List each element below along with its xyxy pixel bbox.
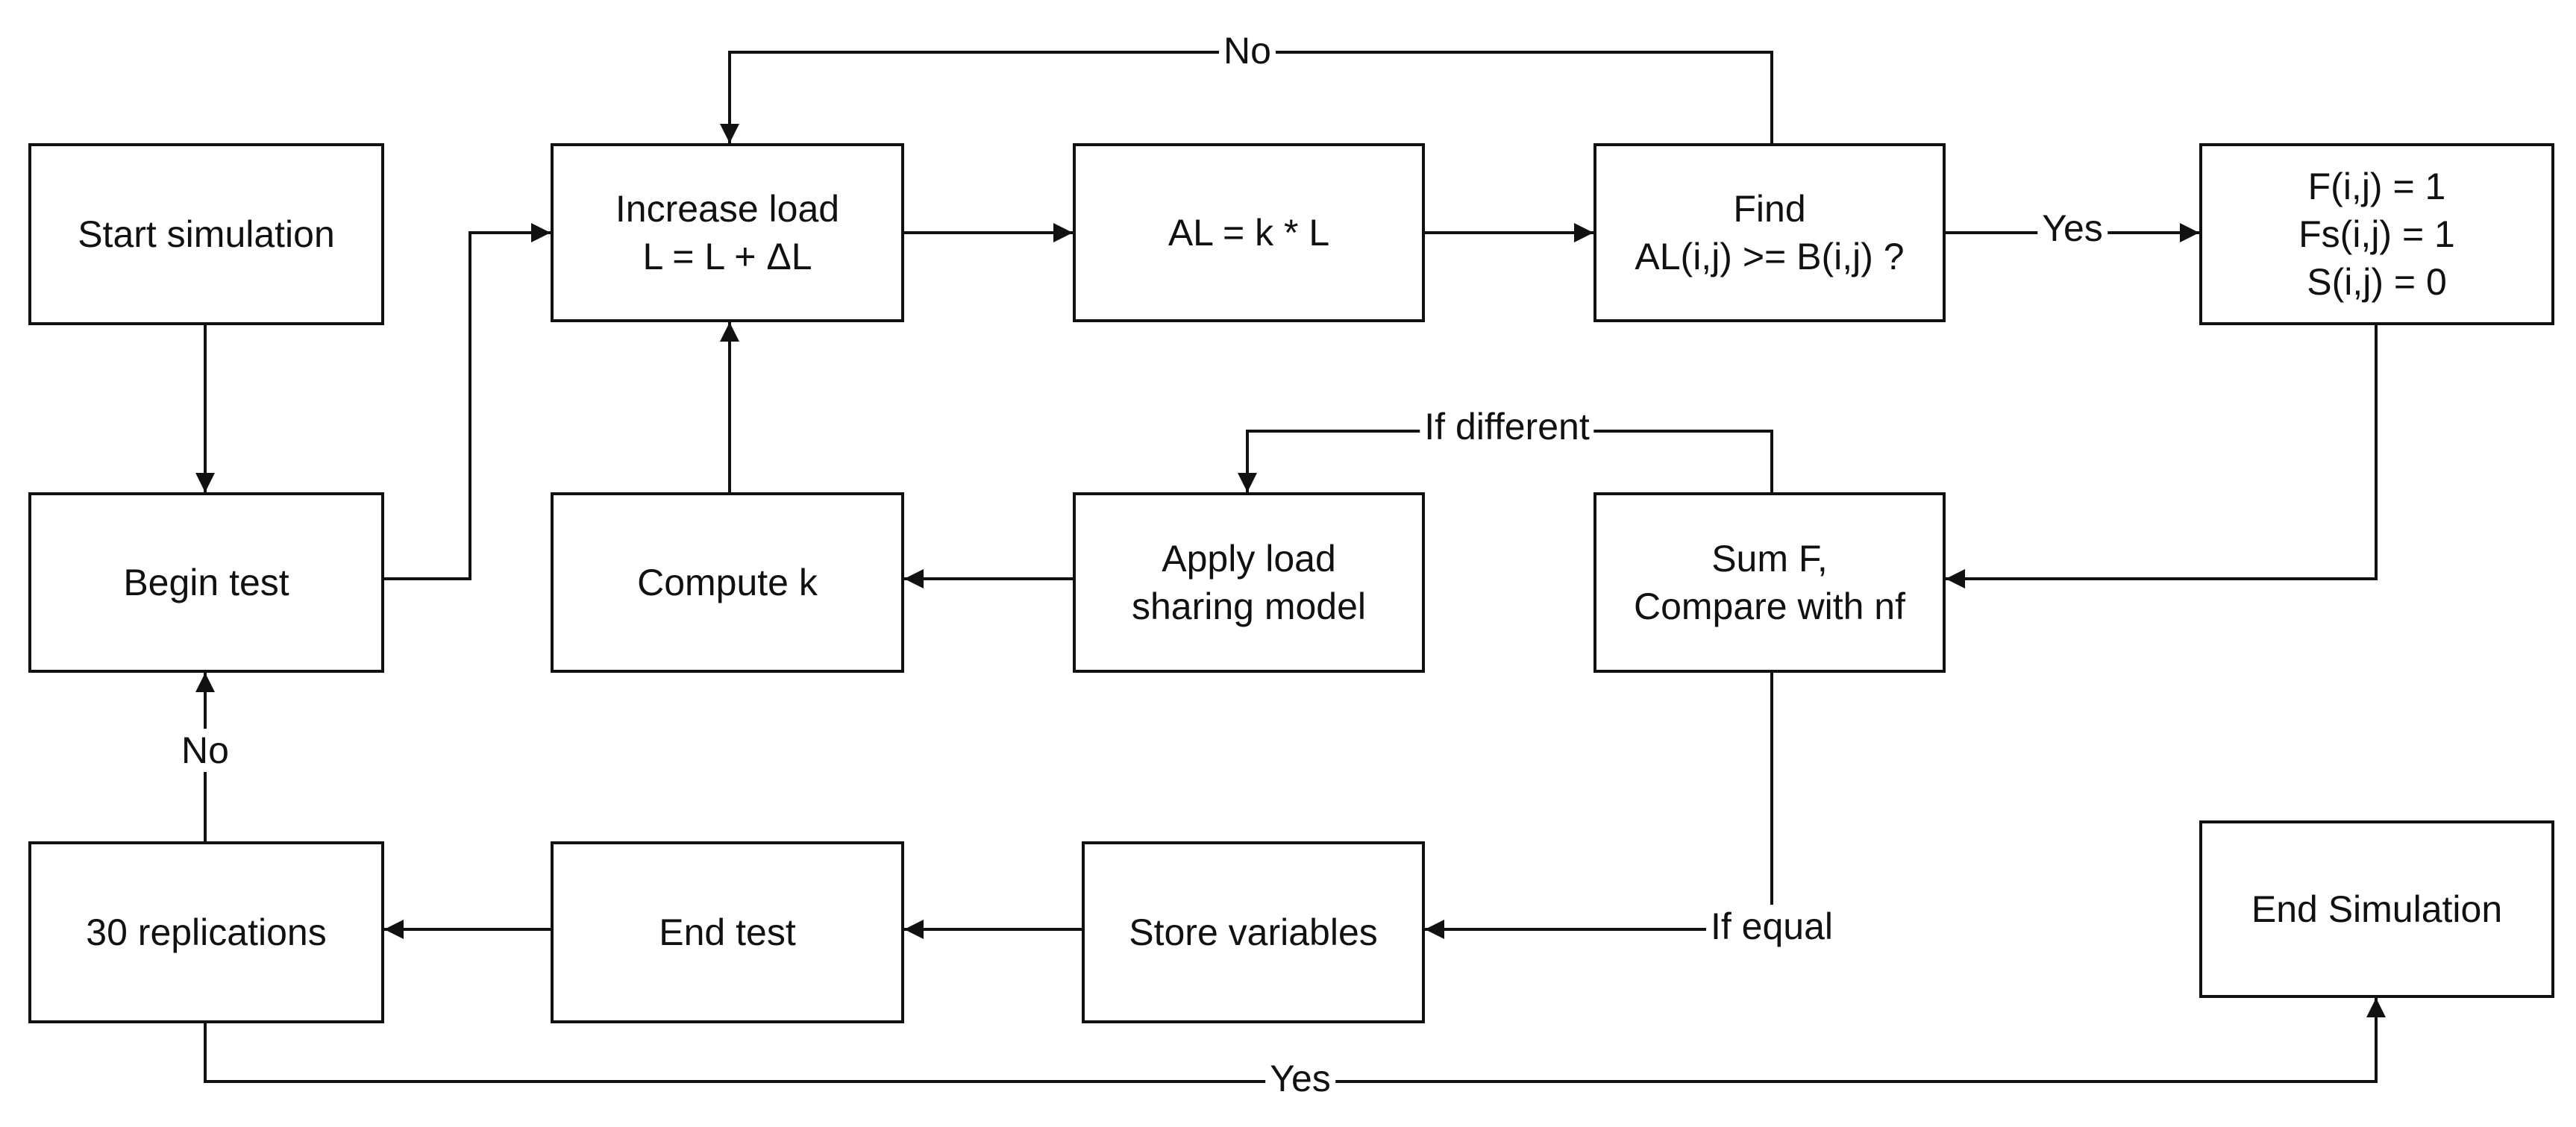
edge-label-if-equal: If equal: [1705, 905, 1838, 948]
arrowhead: [384, 920, 404, 939]
node-store-variables: Store variables: [1082, 841, 1425, 1023]
node-line: Begin test: [123, 562, 289, 603]
arrowhead: [531, 223, 551, 242]
edge-label-no-left: No: [177, 729, 234, 772]
node-text: F(i,j) = 1 Fs(i,j) = 1 S(i,j) = 0: [2298, 163, 2455, 306]
arrowhead: [1238, 473, 1257, 492]
arrowhead: [720, 124, 739, 143]
node-line: Sum F,: [1711, 538, 1828, 580]
edge-label-yes-bottom: Yes: [1265, 1057, 1335, 1100]
edge-label-if-different: If different: [1420, 405, 1594, 448]
node-line: sharing model: [1131, 586, 1367, 627]
node-line: End Simulation: [2251, 888, 2503, 930]
arrowhead: [1946, 569, 1965, 588]
node-line: Compute k: [637, 562, 818, 603]
node-text: 30 replications: [86, 908, 326, 956]
node-start-simulation: Start simulation: [28, 143, 384, 325]
edge-sum-if-equal: [1425, 673, 1773, 931]
node-end-simulation: End Simulation: [2199, 820, 2554, 998]
node-increase-load: Increase load L = L + ΔL: [551, 143, 904, 322]
node-line: Fs(i,j) = 1: [2298, 213, 2455, 255]
node-text: AL = k * L: [1168, 209, 1329, 257]
node-text: Find AL(i,j) >= B(i,j) ?: [1635, 185, 1904, 280]
node-line: Find: [1733, 188, 1806, 230]
node-text: Start simulation: [78, 210, 335, 258]
node-line: Compare with nf: [1633, 586, 1906, 627]
edge-begin-to-increase: [384, 231, 551, 580]
node-failure-flags: F(i,j) = 1 Fs(i,j) = 1 S(i,j) = 0: [2199, 143, 2554, 325]
node-compute-k: Compute k: [551, 492, 904, 673]
node-text: End Simulation: [2251, 885, 2502, 933]
node-line: Apply load: [1162, 538, 1336, 580]
arrowhead: [1053, 223, 1073, 242]
node-text: Store variables: [1129, 908, 1378, 956]
node-line: S(i,j) = 0: [2307, 261, 2447, 303]
node-sum-compare: Sum F, Compare with nf: [1593, 492, 1946, 673]
node-find-condition: Find AL(i,j) >= B(i,j) ?: [1593, 143, 1946, 322]
arrowhead: [195, 673, 215, 692]
node-line: F(i,j) = 1: [2307, 166, 2446, 207]
node-apply-load-sharing: Apply load sharing model: [1073, 492, 1425, 673]
node-begin-test: Begin test: [28, 492, 384, 673]
node-text: Compute k: [637, 559, 818, 606]
node-text: Apply load sharing model: [1132, 535, 1366, 630]
node-line: End test: [659, 911, 796, 953]
arrowheads: [195, 124, 2386, 1017]
node-line: Increase load: [615, 188, 840, 230]
arrowhead: [2180, 223, 2199, 242]
node-text: Sum F, Compare with nf: [1634, 535, 1905, 630]
node-text: Begin test: [123, 559, 289, 606]
node-line: AL(i,j) >= B(i,j) ?: [1635, 236, 1905, 277]
node-line: L = L + ΔL: [642, 236, 812, 277]
edge-label-yes-right: Yes: [2037, 207, 2108, 250]
node-line: AL = k * L: [1168, 212, 1330, 254]
arrowhead: [2366, 998, 2386, 1017]
arrowhead: [195, 473, 215, 492]
node-replications: 30 replications: [28, 841, 384, 1023]
node-line: Store variables: [1129, 911, 1378, 953]
node-line: 30 replications: [86, 911, 327, 953]
arrowhead: [1574, 223, 1593, 242]
node-text: Increase load L = L + ΔL: [615, 185, 839, 280]
edge-label-no-top: No: [1219, 29, 1276, 72]
edge-flags-to-sum: [1946, 325, 2378, 580]
arrowhead: [904, 569, 924, 588]
arrowhead: [904, 920, 924, 939]
node-text: End test: [659, 908, 795, 956]
node-al-formula: AL = k * L: [1073, 143, 1425, 322]
arrowhead: [1425, 920, 1444, 939]
arrowhead: [720, 322, 739, 342]
node-end-test: End test: [551, 841, 904, 1023]
node-line: Start simulation: [78, 213, 335, 255]
